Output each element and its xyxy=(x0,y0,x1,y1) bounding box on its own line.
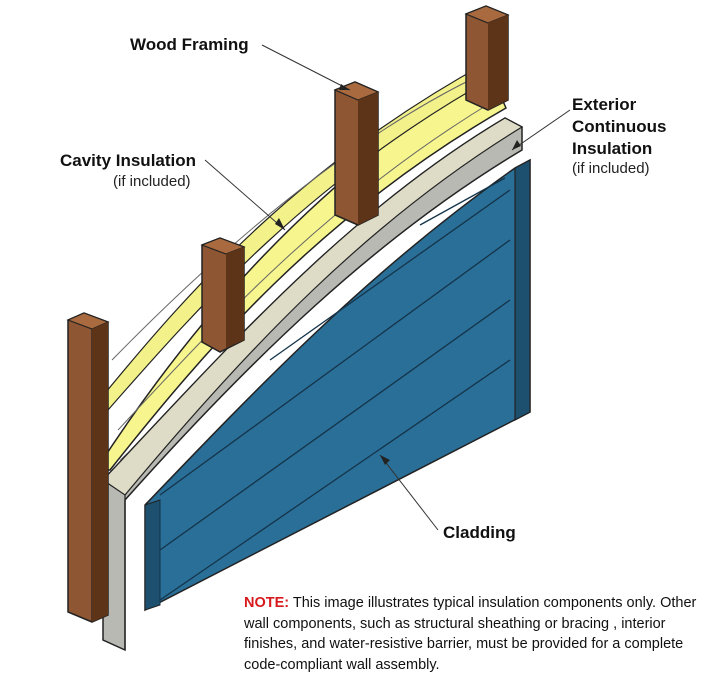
label-exterior-sub: (if included) xyxy=(572,160,650,177)
wood-stud-left xyxy=(66,312,110,623)
label-cavity-insulation: Cavity Insulation xyxy=(60,151,197,170)
label-wood-framing: Wood Framing xyxy=(130,35,249,54)
note-text: NOTE: This image illustrates typical ins… xyxy=(244,593,712,675)
note-heading: NOTE: xyxy=(244,595,290,611)
label-cladding: Cladding xyxy=(443,523,516,542)
label-exterior-line3: Insulation xyxy=(572,139,653,158)
leader-lines xyxy=(204,44,571,531)
wood-stud-middle xyxy=(200,237,246,353)
label-exterior-line2: Continuous xyxy=(572,117,667,136)
wood-stud-right-middle xyxy=(333,81,380,226)
wood-stud-right xyxy=(464,5,510,111)
label-cavity-insulation-sub: (if included) xyxy=(113,173,191,190)
cladding xyxy=(144,158,531,612)
label-exterior-line1: Exterior xyxy=(572,95,637,114)
note-body: This image illustrates typical insulatio… xyxy=(244,595,697,673)
